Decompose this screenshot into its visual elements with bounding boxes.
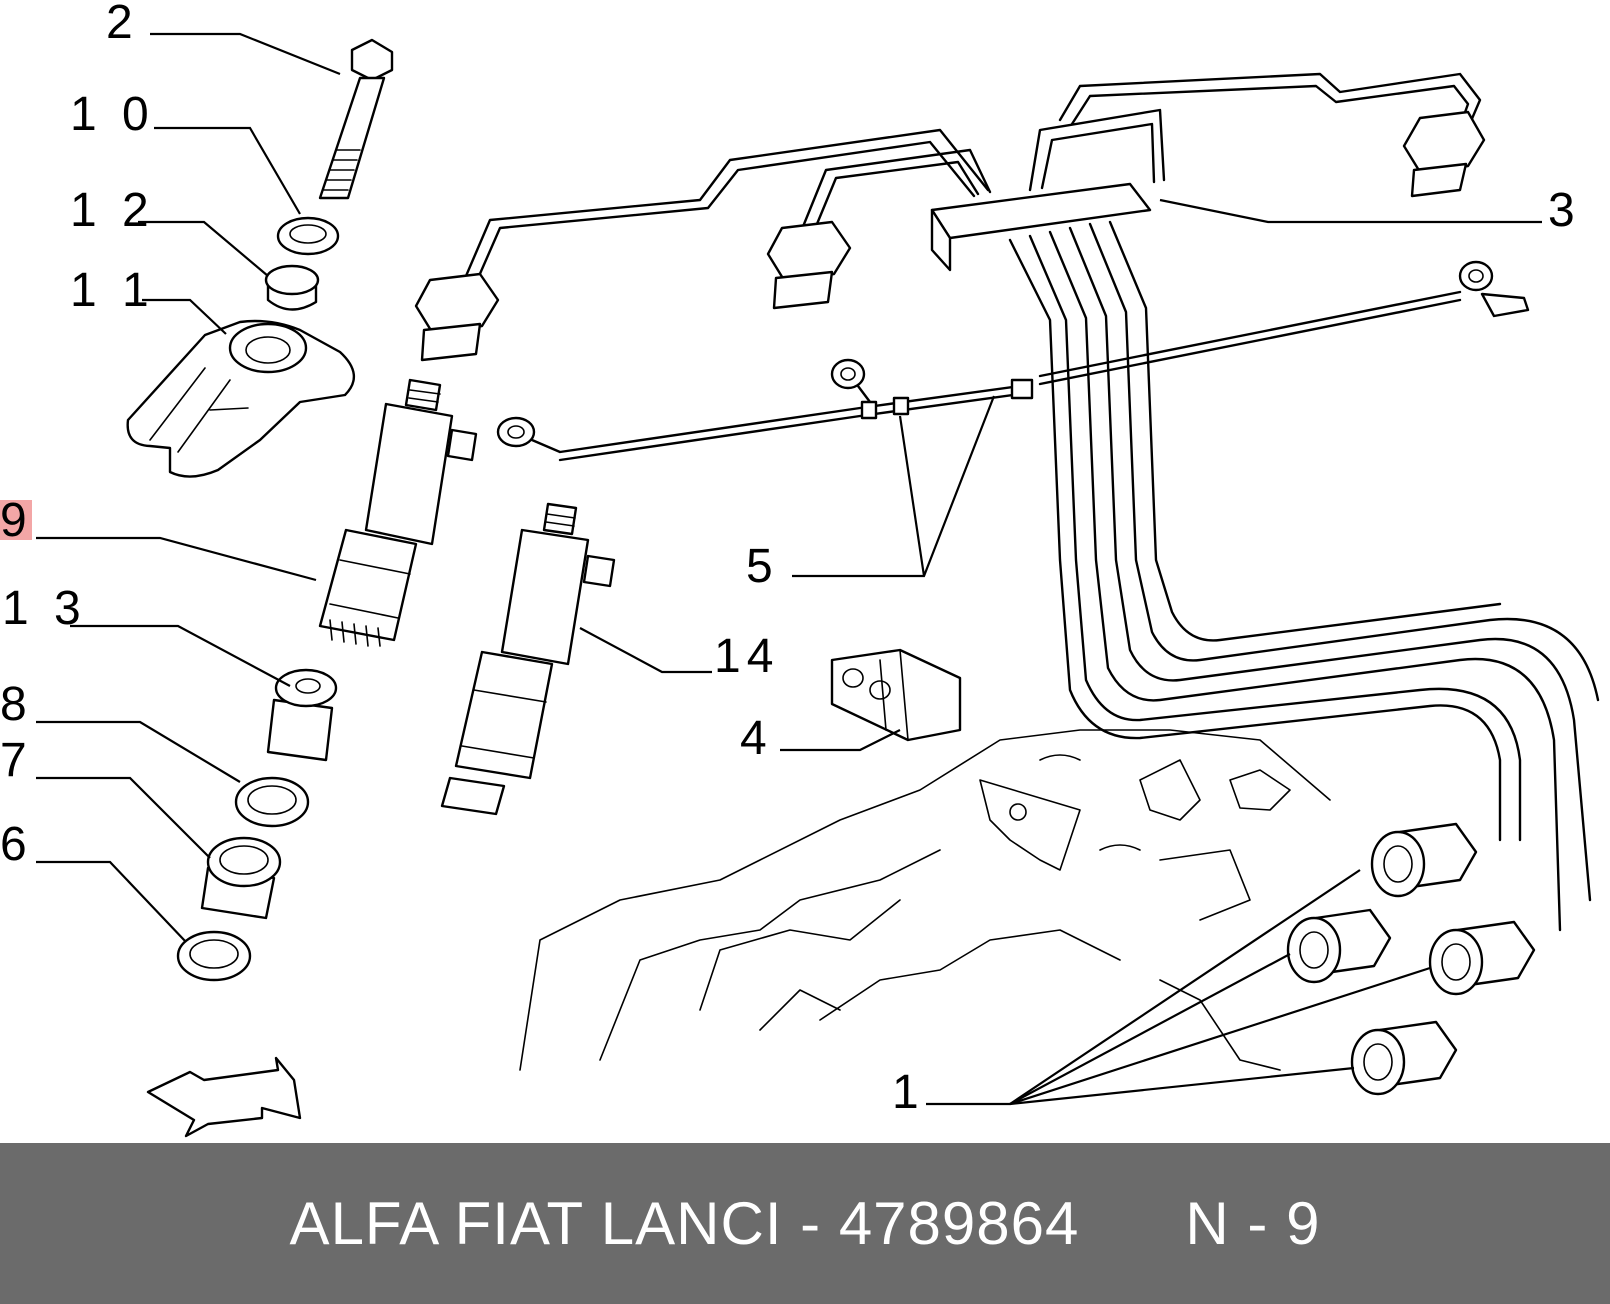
callout-14: 14 [714,630,779,683]
cup-part-12 [264,264,320,311]
washer-part-10 [276,216,340,256]
leak-off-line-part-5 [496,260,1530,462]
caption-bar: ALFA FIAT LANCI - 4789864 N - 9 [0,1143,1610,1304]
callout-4: 4 [740,712,773,765]
pump-fittings-part-1 [1286,822,1536,1096]
sleeve-part-7 [200,836,282,920]
callout-5: 5 [746,540,779,593]
injection-pipes [414,72,1600,932]
leader-lines [36,32,1542,1106]
seal-ring-part-8 [234,776,310,828]
callout-6: 6 [0,818,33,871]
injector-part-9 [318,378,478,647]
clamp-bracket-part-11 [126,319,355,478]
callout-11: 1 1 [70,264,155,317]
callout-9-highlight [0,500,32,540]
callout-7: 7 [0,734,33,787]
callout-13: 1 3 [2,582,87,635]
seal-ring-part-6 [176,930,252,982]
nozzle-part-13 [266,668,338,762]
callout-1: 1 [892,1066,925,1119]
callout-12: 1 2 [70,184,155,237]
pipe-clip-part-4 [830,648,962,742]
callout-2: 2 [106,0,139,49]
exploded-parts-diagram: 2 1 0 1 2 1 1 9 1 3 8 7 6 5 14 4 3 1 [0,0,1600,1138]
caption-text: ALFA FIAT LANCI - 4789864 N - 9 [289,1190,1321,1257]
injector-part-14 [440,502,616,816]
direction-arrow-icon [146,1056,302,1138]
bolt-part-2 [318,38,394,200]
callout-3: 3 [1548,184,1581,237]
callout-9: 9 [0,494,33,547]
callout-8: 8 [0,678,33,731]
callout-10: 1 0 [70,88,155,141]
engine-block-outline [519,729,1331,1071]
